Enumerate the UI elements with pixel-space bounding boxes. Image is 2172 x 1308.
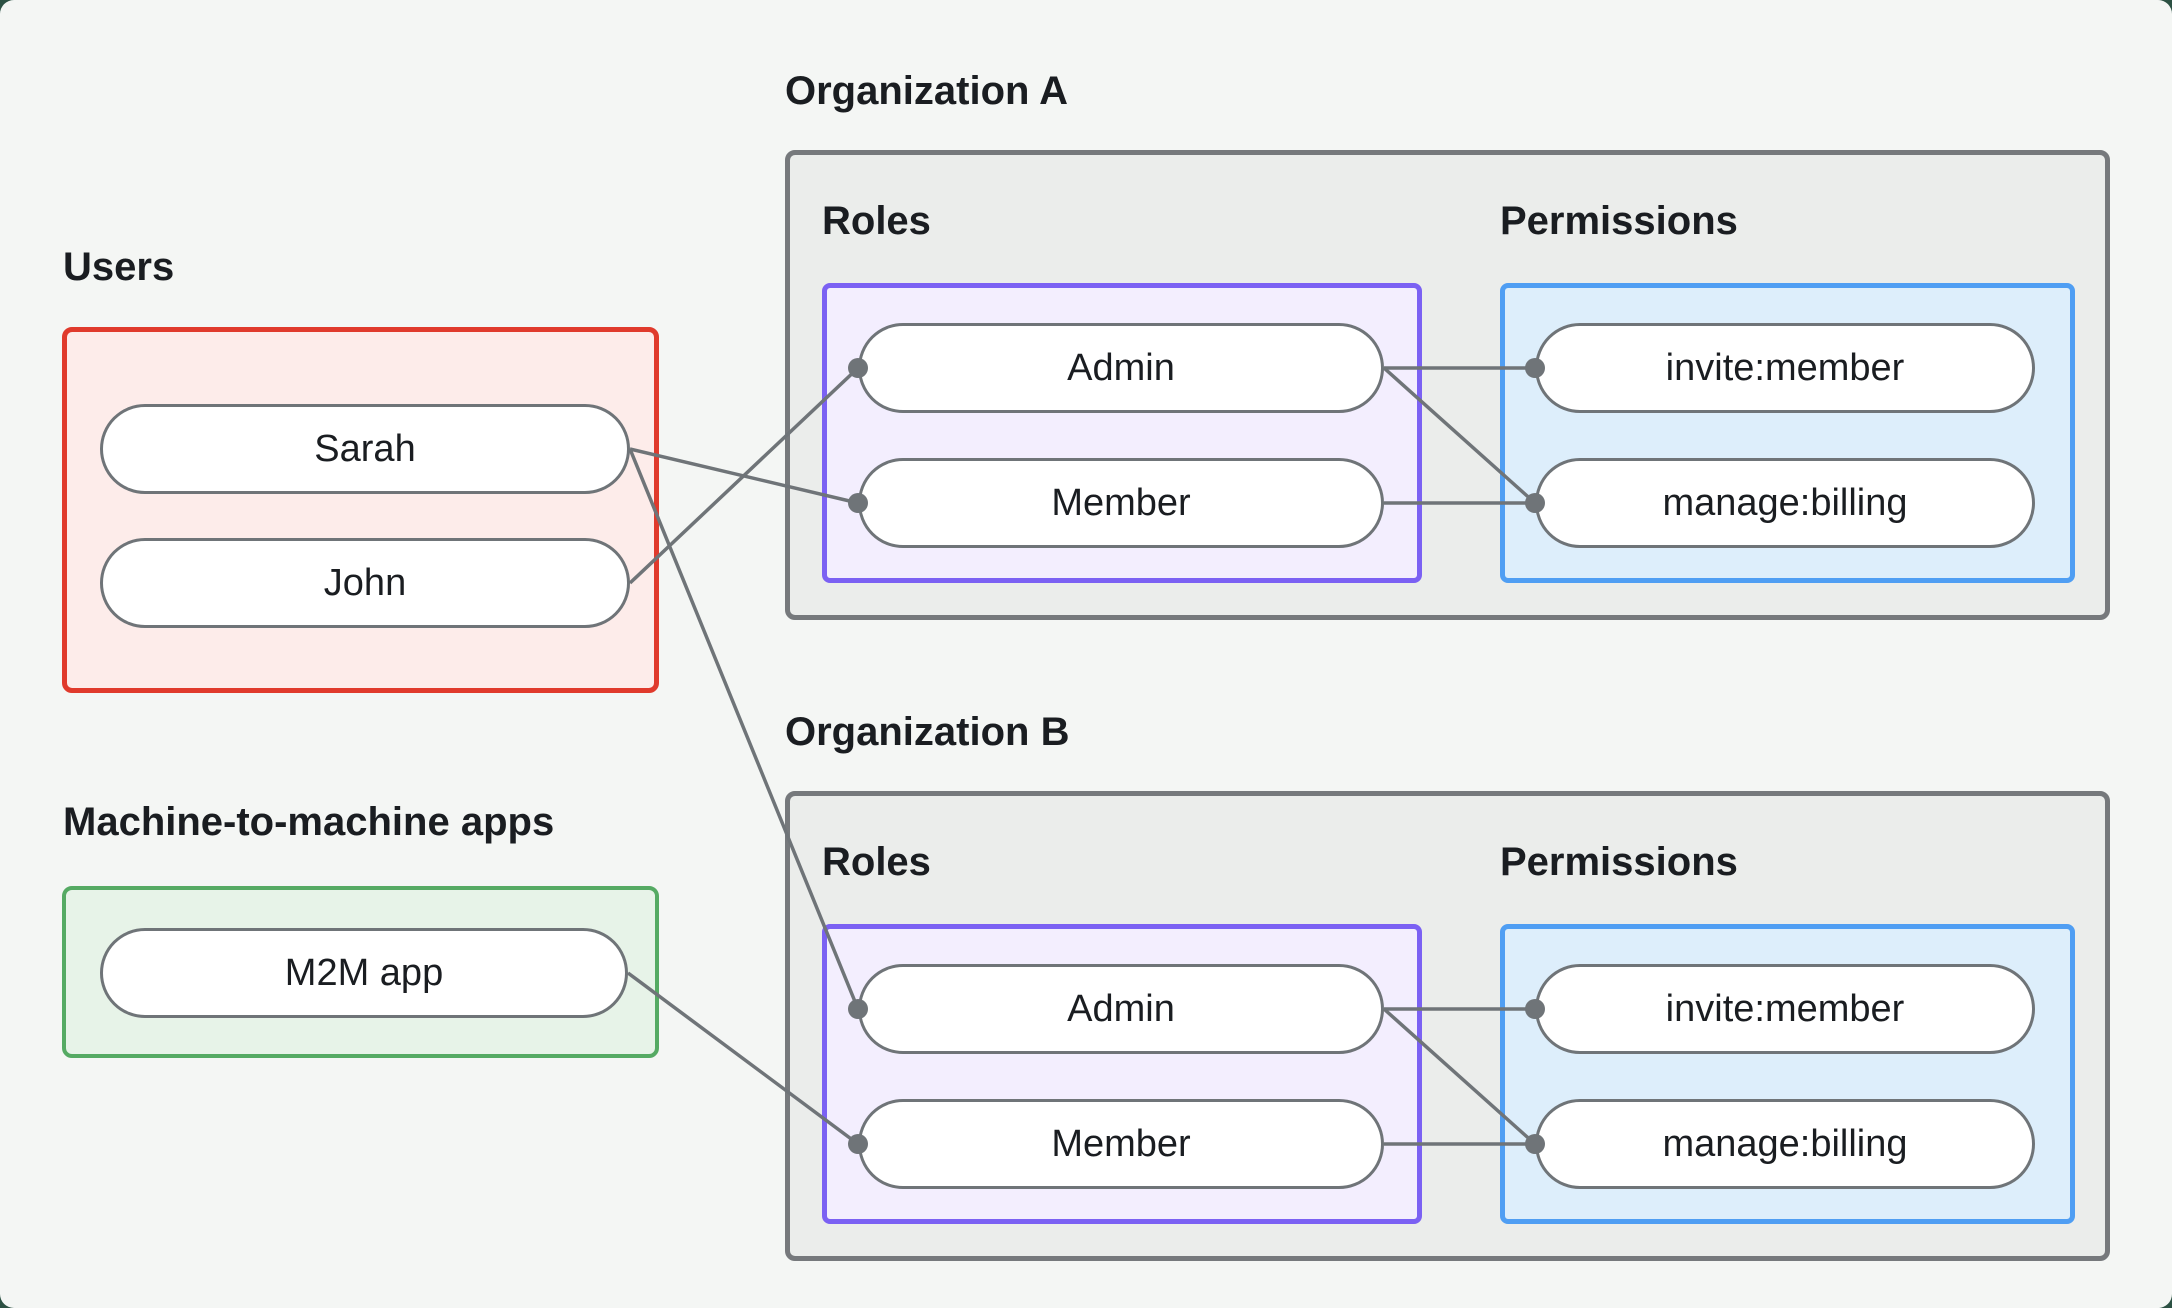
m2m-heading: Machine-to-machine apps bbox=[63, 800, 555, 844]
org-b-perm-manage-node: manage:billing bbox=[1535, 1099, 2035, 1189]
org-b-role-member-label: Member bbox=[1051, 1122, 1191, 1165]
org-a-role-admin-label: Admin bbox=[1067, 346, 1175, 389]
org-a-perm-invite-label: invite:member bbox=[1665, 346, 1905, 389]
org-b-role-admin-label: Admin bbox=[1067, 987, 1175, 1030]
org-a-role-member-label: Member bbox=[1051, 481, 1191, 524]
m2m-app-node: M2M app bbox=[100, 928, 628, 1018]
org-a-perm-manage-node: manage:billing bbox=[1535, 458, 2035, 548]
org-b-perm-invite-node: invite:member bbox=[1535, 964, 2035, 1054]
user-node-sarah: Sarah bbox=[100, 404, 630, 494]
org-a-role-member-node: Member bbox=[858, 458, 1384, 548]
org-b-perm-manage-label: manage:billing bbox=[1662, 1122, 1908, 1165]
org-b-role-admin-node: Admin bbox=[858, 964, 1384, 1054]
users-group-box bbox=[62, 327, 659, 693]
user-node-john-label: John bbox=[323, 561, 407, 604]
m2m-app-node-label: M2M app bbox=[284, 951, 444, 994]
org-a-perm-manage-label: manage:billing bbox=[1662, 481, 1908, 524]
org-b-perm-invite-label: invite:member bbox=[1665, 987, 1905, 1030]
org-b-permissions-label: Permissions bbox=[1500, 840, 1738, 884]
org-a-roles-label: Roles bbox=[822, 199, 931, 243]
org-b-roles-label: Roles bbox=[822, 840, 931, 884]
org-b-role-member-node: Member bbox=[858, 1099, 1384, 1189]
org-a-perm-invite-node: invite:member bbox=[1535, 323, 2035, 413]
org-a-title: Organization A bbox=[785, 69, 1068, 113]
org-b-title: Organization B bbox=[785, 710, 1070, 754]
org-a-role-admin-node: Admin bbox=[858, 323, 1384, 413]
users-heading: Users bbox=[63, 245, 175, 289]
org-a-permissions-label: Permissions bbox=[1500, 199, 1738, 243]
user-node-sarah-label: Sarah bbox=[314, 427, 416, 470]
user-node-john: John bbox=[100, 538, 630, 628]
